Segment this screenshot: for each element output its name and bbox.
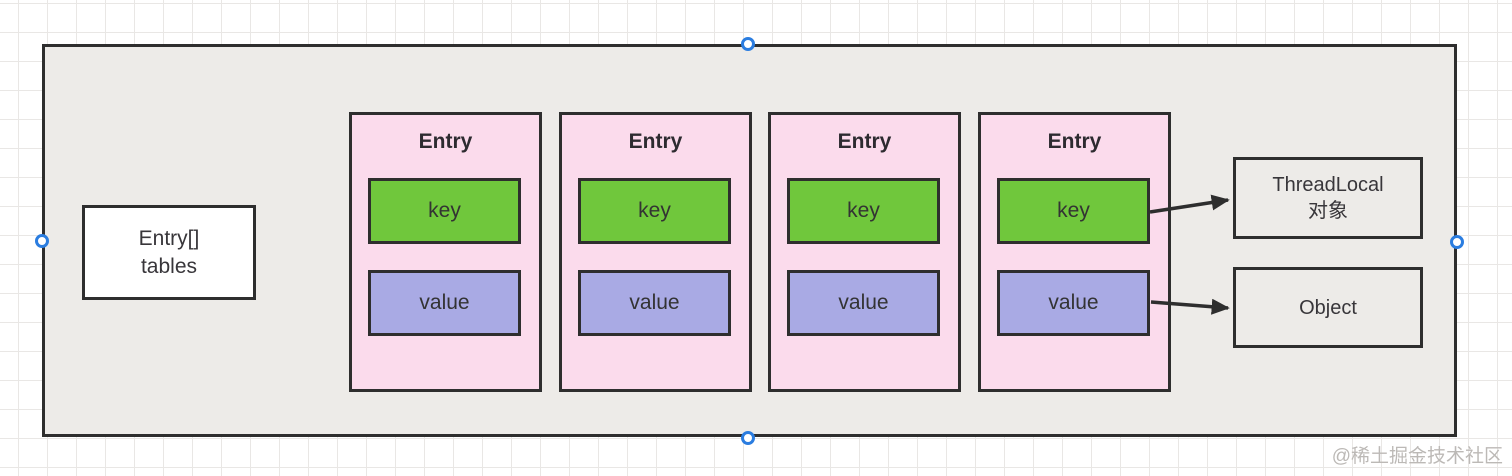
selection-handle-bottom[interactable] <box>741 431 755 445</box>
entry-title: Entry <box>628 130 683 153</box>
threadlocal-object-box: ThreadLocal 对象 <box>1233 157 1423 239</box>
entry-box-2: Entry key value <box>559 112 752 392</box>
value-label: value <box>1048 291 1099 314</box>
key-cell: key <box>997 178 1150 244</box>
entry-box-4: Entry key value <box>978 112 1171 392</box>
selection-handle-top[interactable] <box>741 37 755 51</box>
key-label: key <box>428 199 461 222</box>
object-label: Object <box>1299 296 1357 319</box>
key-label: key <box>1057 199 1090 222</box>
entry-title: Entry <box>418 130 473 153</box>
value-cell: value <box>787 270 940 336</box>
entry-title: Entry <box>1047 130 1102 153</box>
object-box: Object <box>1233 267 1423 348</box>
value-cell: value <box>578 270 731 336</box>
entry-array-label-line2: tables <box>140 254 198 278</box>
threadlocal-label-line1: ThreadLocal <box>1272 174 1384 196</box>
key-cell: key <box>368 178 521 244</box>
entry-box-1: Entry key value <box>349 112 542 392</box>
entry-array-box: Entry[] tables <box>82 205 256 300</box>
selection-handle-right[interactable] <box>1450 235 1464 249</box>
entry-array-label-line1: Entry[] <box>138 226 200 250</box>
value-cell: value <box>368 270 521 336</box>
key-label: key <box>638 199 671 222</box>
key-cell: key <box>787 178 940 244</box>
selection-handle-left[interactable] <box>35 234 49 248</box>
value-label: value <box>838 291 889 314</box>
entry-title: Entry <box>837 130 892 153</box>
key-cell: key <box>578 178 731 244</box>
threadlocal-label-line2: 对象 <box>1308 200 1348 222</box>
juejin-watermark: @稀土掘金技术社区 <box>1331 446 1503 467</box>
value-cell: value <box>997 270 1150 336</box>
value-label: value <box>629 291 680 314</box>
key-label: key <box>847 199 880 222</box>
entry-box-3: Entry key value <box>768 112 961 392</box>
value-label: value <box>419 291 470 314</box>
